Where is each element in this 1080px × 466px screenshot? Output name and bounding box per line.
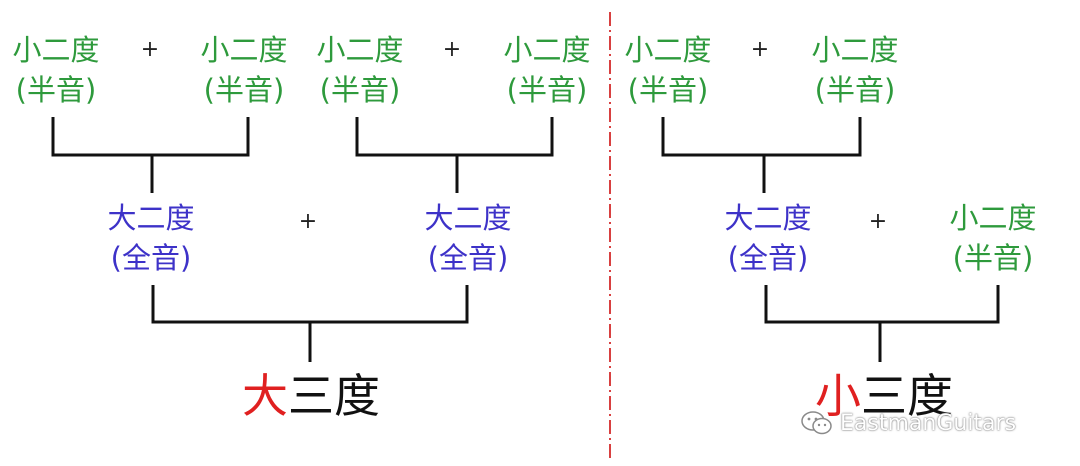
interval-size: (半音) [15,73,97,107]
minor-third-label: 小三度 [815,370,953,422]
plus-sign: + [442,37,462,62]
plus-sign: + [298,209,318,234]
major-second-label: 大二度 (全音) [724,198,811,278]
interval-name: 小二度 [503,33,591,67]
minor-third-accent: 小 [815,369,861,423]
major-third-accent: 大 [242,369,288,423]
interval-size: (半音) [627,73,709,107]
interval-size: (半音) [814,73,896,107]
bracket-bottom-left [151,285,469,324]
wechat-icon [801,411,832,435]
interval-size: (半音) [319,73,401,107]
minor-second-label: 小二度 (半音) [316,30,403,110]
bracket-top-left-2 [355,117,554,157]
interval-name: 小二度 [624,33,712,67]
minor-second-label: 小二度 (半音) [949,198,1036,278]
major-second-label: 大二度 (全音) [424,198,511,278]
interval-size: (全音) [110,241,192,275]
interval-size: (半音) [203,73,285,107]
minor-third-rest: 三度 [861,369,953,423]
interval-name: 大二度 [107,201,195,235]
minor-second-label: 小二度 (半音) [200,30,287,110]
minor-second-label: 小二度 (半音) [503,30,590,110]
watermark-text: EastmanGuitars [840,410,1017,436]
plus-sign: + [868,209,888,234]
major-second-label: 大二度 (全音) [107,198,194,278]
interval-size: (半音) [952,241,1034,275]
interval-size: (全音) [427,241,509,275]
bracket-bottom-right [764,285,1000,324]
interval-name: 大二度 [724,201,812,235]
bracket-top-left-1 [51,117,250,157]
plus-sign: + [140,37,160,62]
minor-second-label: 小二度 (半音) [12,30,99,110]
interval-size: (半音) [506,73,588,107]
watermark: EastmanGuitars [800,406,1016,440]
major-third-rest: 三度 [288,369,380,423]
interval-name: 小二度 [949,201,1037,235]
interval-size: (全音) [727,241,809,275]
interval-name: 小二度 [811,33,899,67]
plus-sign: + [750,37,770,62]
interval-name: 小二度 [200,33,288,67]
interval-name: 大二度 [424,201,512,235]
interval-name: 小二度 [12,33,100,67]
minor-second-label: 小二度 (半音) [811,30,898,110]
interval-name: 小二度 [316,33,404,67]
minor-second-label: 小二度 (半音) [624,30,711,110]
bracket-top-right [661,117,862,157]
major-third-label: 大三度 [242,370,380,422]
